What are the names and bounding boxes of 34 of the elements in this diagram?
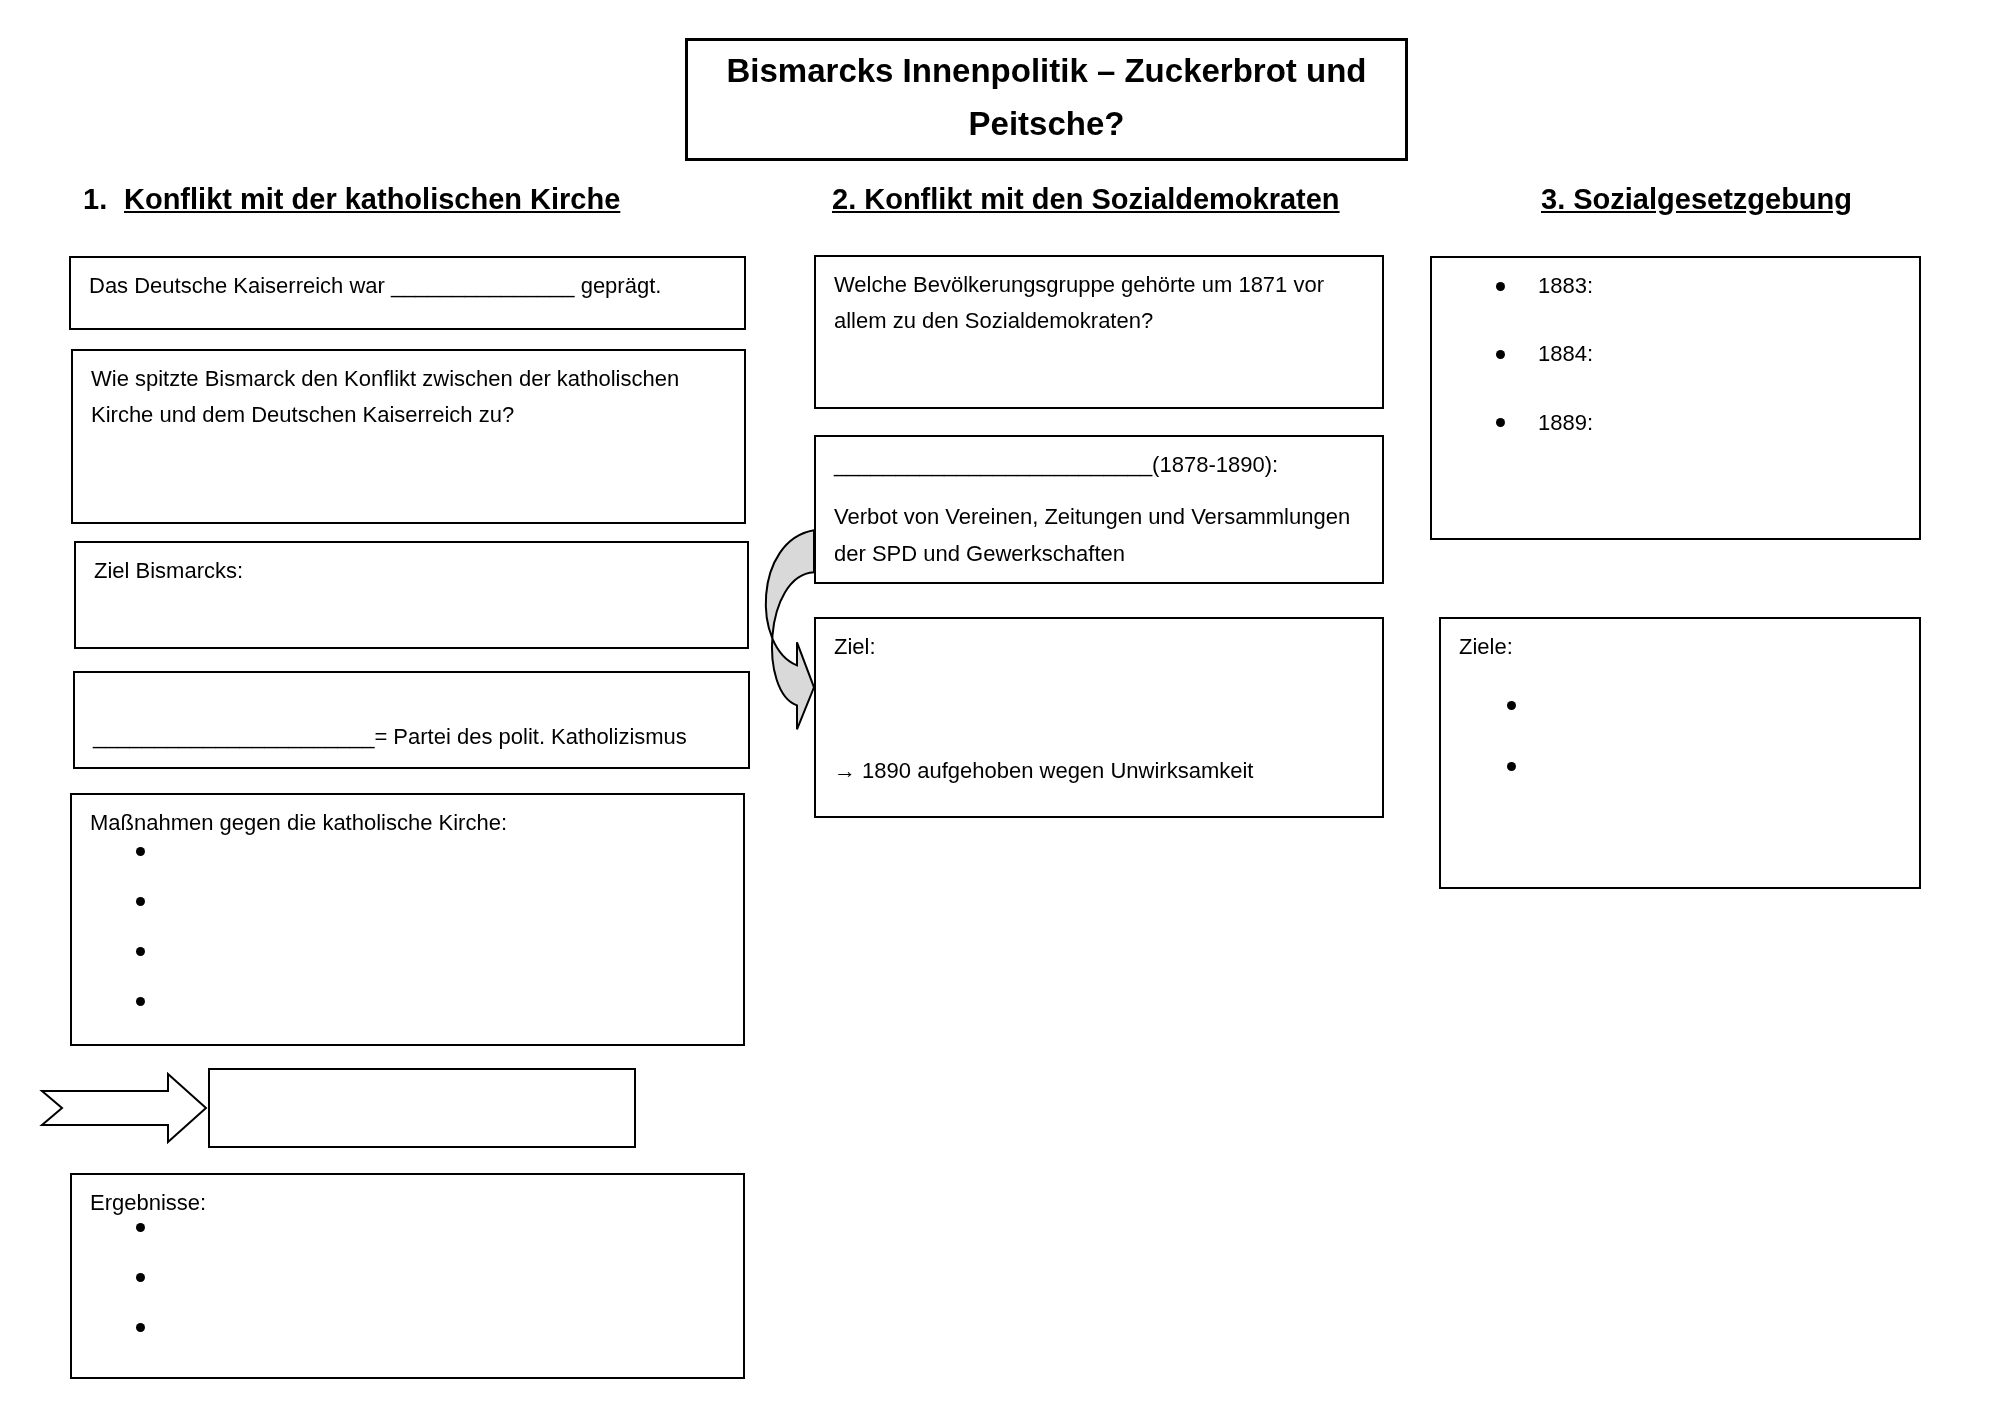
text-box: [814, 617, 1384, 818]
block-arrow: [39, 1071, 208, 1145]
node-text: Ziel Bismarcks:: [94, 557, 245, 585]
text-box: [74, 541, 749, 649]
node-text: __________________________(1878-1890):: [834, 451, 1280, 479]
title-banner: Bismarcks Innenpolitik – Zuckerbrot und Peitsche?: [685, 38, 1408, 161]
text-box: [70, 1173, 745, 1379]
node-text: _______________________= Partei des polit. Katholizismus: [93, 722, 687, 751]
list-item-text: 1883:: [1538, 272, 1594, 300]
answer-box: [208, 1068, 636, 1148]
text-box: [70, 793, 745, 1046]
section-heading: 3. Sozialgesetzgebung: [1541, 183, 1852, 216]
text-box: [71, 349, 746, 524]
text-box: [1439, 617, 1921, 889]
node-text: Ziele:: [1459, 633, 1514, 661]
node-text: Maßnahmen gegen die katholische Kirche:: [90, 809, 509, 837]
text-box: [814, 255, 1384, 409]
node-text: Wie spitzte Bismarck den Konflikt zwischen der katholischen Kirche und dem Deutschen Kaiserreich zu?: [91, 365, 681, 430]
node-text: Das Deutsche Kaiserreich war _______________ geprägt.: [89, 272, 663, 300]
text-box: [69, 256, 746, 330]
list-item-text: 1884:: [1538, 340, 1594, 369]
text-box: [814, 435, 1384, 584]
block-arrow: [765, 529, 815, 731]
section-heading: 1.: [83, 183, 108, 216]
node-text: Welche Bevölkerungsgruppe gehörte um 1871 vor allem zu den Sozialdemokraten?: [834, 271, 1325, 336]
list-item-text: 1889:: [1538, 408, 1594, 437]
node-text: Ziel:: [834, 633, 877, 661]
node-text: → 1890 aufgehoben wegen Unwirksamkeit: [834, 757, 1255, 786]
text-box: [73, 671, 750, 769]
section-heading: 2. Konflikt mit den Sozialdemokraten: [832, 183, 1340, 216]
node-text: Ergebnisse:: [90, 1189, 208, 1217]
section-heading: Konflikt mit der katholischen Kirche: [124, 183, 621, 216]
node-text: Verbot von Vereinen, Zeitungen und Versammlungen der SPD und Gewerkschaften: [834, 503, 1352, 568]
text-box: [1430, 256, 1921, 540]
